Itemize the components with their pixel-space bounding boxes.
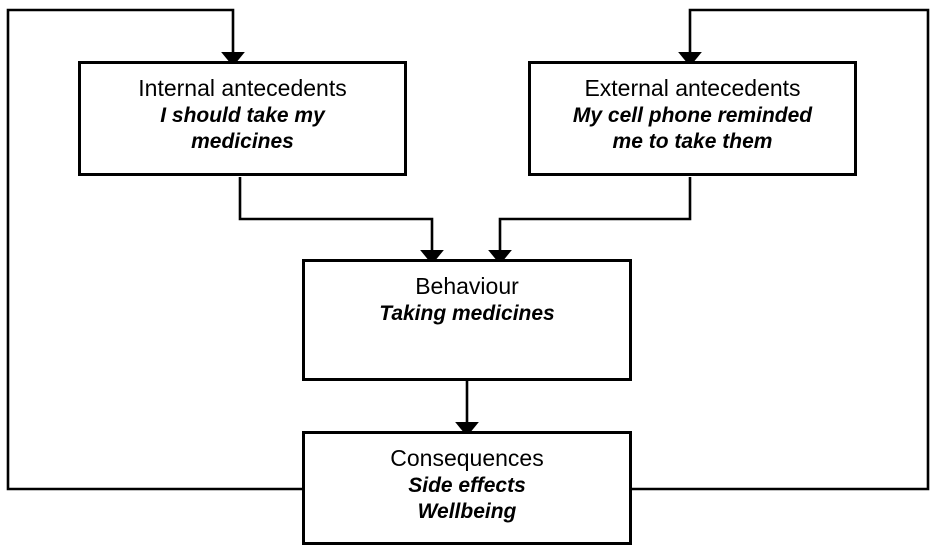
node-internal-antecedents-example-line-2: medicines <box>191 130 294 153</box>
node-internal-antecedents-title: Internal antecedents <box>138 75 347 101</box>
node-internal-antecedents-example-line-1: I should take my <box>160 104 325 127</box>
node-behaviour-example: Taking medicines <box>379 301 554 327</box>
edge-external-to-behaviour <box>488 177 692 265</box>
node-consequences-title: Consequences <box>390 445 544 471</box>
node-external-antecedents-example-line-2: me to take them <box>612 130 773 153</box>
edge-consequences-to-external <box>632 8 930 491</box>
node-external-antecedents-title: External antecedents <box>584 75 801 101</box>
node-behaviour-title: Behaviour <box>415 273 519 299</box>
node-behaviour-example-line-1: Taking medicines <box>379 302 555 325</box>
node-external-antecedents-example: My cell phone reminded me to take them <box>573 103 812 155</box>
edge-consequences-to-internal <box>6 8 302 491</box>
node-internal-antecedents-example: I should take my medicines <box>160 103 325 155</box>
node-consequences-example: Side effects Wellbeing <box>408 473 526 525</box>
node-consequences: Consequences Side effects Wellbeing <box>302 431 632 545</box>
node-consequences-example-line-2: Wellbeing <box>417 500 517 523</box>
node-external-antecedents-example-line-1: My cell phone reminded <box>572 104 813 127</box>
node-consequences-example-line-1: Side effects <box>408 474 526 497</box>
node-behaviour: Behaviour Taking medicines <box>302 259 632 381</box>
node-external-antecedents: External antecedents My cell phone remin… <box>528 61 857 176</box>
node-internal-antecedents: Internal antecedents I should take my me… <box>78 61 407 176</box>
edge-internal-to-behaviour <box>238 177 444 265</box>
